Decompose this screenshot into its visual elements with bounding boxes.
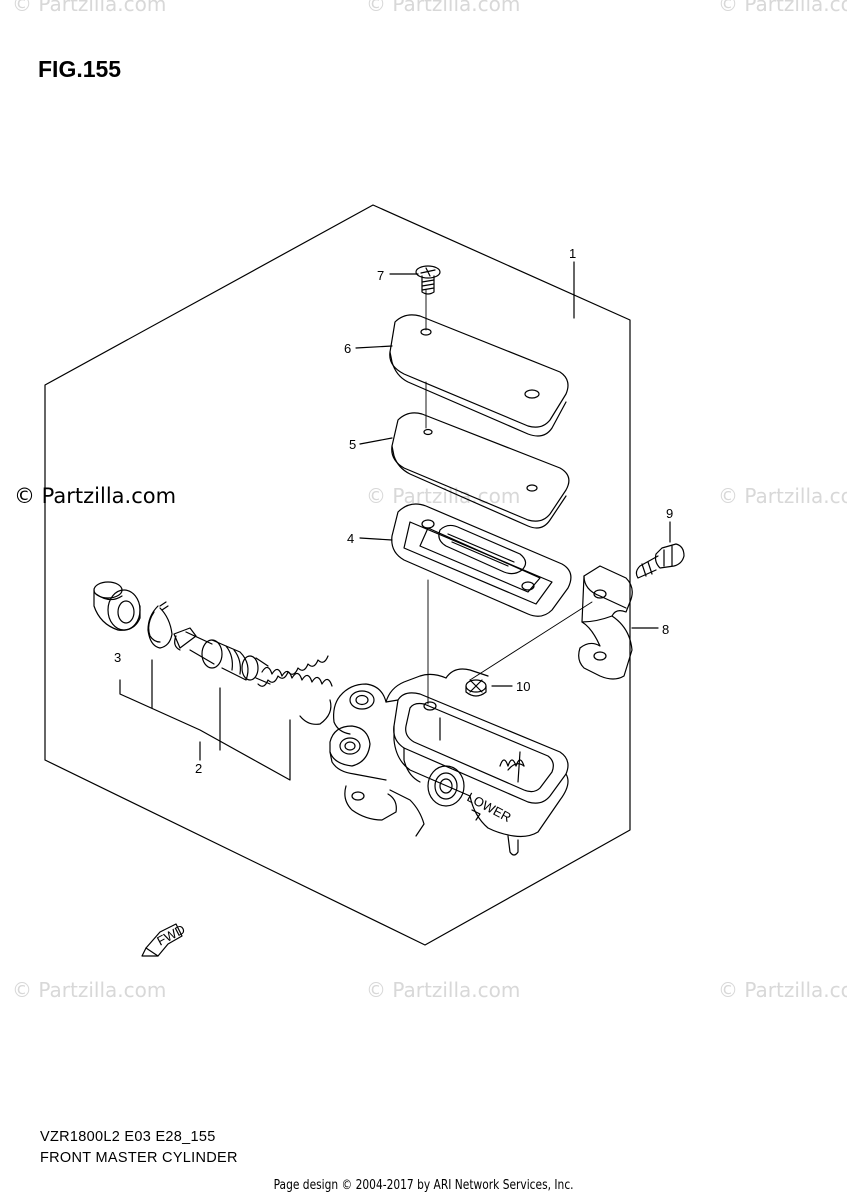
callout-8: 8 [662,622,669,637]
part-5-diaphragm-plate [391,412,570,529]
leader-4 [359,537,393,541]
body-label-lower: LOWER [465,789,514,825]
callout-7: 7 [377,268,384,283]
part-9-bolt [635,543,685,579]
body-label-fwd: FWD [154,922,187,949]
axis-line-clamp [469,601,593,681]
part-2-piston-assembly [173,627,333,725]
figure-title: FIG.155 [38,56,122,82]
leader-6 [355,345,393,349]
part-3-circlip [147,601,173,649]
watermark-top-left: © Partzilla.com [12,0,167,16]
watermark-main: © Partzilla.com [14,484,177,508]
model-code: VZR1800L2 E03 E28_155 [40,1129,216,1145]
callout-6: 6 [344,341,351,356]
callout-3: 3 [114,650,121,665]
leader-5 [359,437,393,445]
fwd-arrow-icon [141,923,183,957]
part-group-title: FRONT MASTER CYLINDER [40,1150,238,1166]
part-3-boot [93,581,141,631]
part-4-diaphragm [391,503,572,617]
bracket-item-2 [119,679,291,781]
callout-1: 1 [569,246,576,261]
callout-5: 5 [349,437,356,452]
watermark-top-right: © Partzilla.com [718,0,847,16]
watermark-bottom-left: © Partzilla.com [12,978,167,1002]
assembly-boundary [44,204,631,946]
callout-9: 9 [666,506,673,521]
page-credit: Page design © 2004-2017 by ARI Network S… [273,1178,574,1193]
callout-2: 2 [195,761,202,776]
part-6-reservoir-cap [389,314,569,437]
part-7-screw [415,265,441,295]
part-8-handlebar-clamp [578,565,633,680]
part-10-fitting [465,679,487,697]
watermark-bottom-center: © Partzilla.com [366,978,521,1002]
callout-10: 10 [516,679,530,694]
part-1-master-cylinder-body [329,668,569,856]
watermark-mid-right: © Partzilla.com [718,484,847,508]
watermark-top-center: © Partzilla.com [366,0,521,16]
watermark-bottom-right: © Partzilla.com [718,978,847,1002]
callout-4: 4 [347,531,354,546]
